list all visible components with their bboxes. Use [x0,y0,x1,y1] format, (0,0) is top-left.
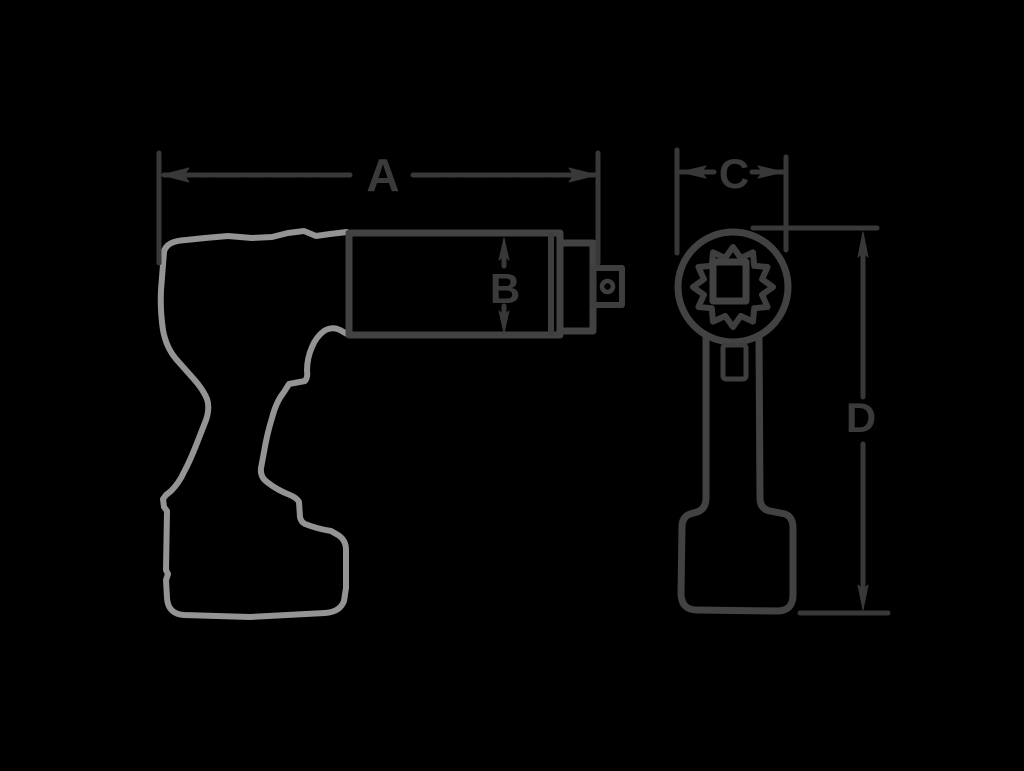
dim-b-arrow-down [498,310,510,334]
neck-battery-outline [677,332,797,615]
nose-cap [556,239,597,335]
head-circle [674,228,792,346]
dim-a-arrow-left [160,167,190,183]
square-drive-hole [709,258,750,305]
detent-ball [599,278,616,295]
dim-b-arrow-up [498,237,510,261]
dim-d-arrow-down [857,584,869,611]
hammer-case-barrel [345,229,564,339]
dim-c-arrow-left [679,165,707,179]
front-view [674,228,797,615]
dim-d-arrow-up [857,231,869,258]
dim-d-label: D [846,394,876,441]
dim-a-arrow-right [568,167,598,183]
dimension-d: D [750,225,891,616]
tool-body-outline [157,228,350,620]
dim-c-label: C [719,150,749,197]
dimension-c: C [674,147,789,256]
twelve-point-socket-profile [690,244,776,330]
dim-c-arrow-right [757,165,785,179]
dimension-a: A [156,149,601,266]
dimension-b: B [490,237,520,334]
square-drive-anvil [590,265,625,308]
hang-hole [720,342,749,382]
dim-a-label: A [366,149,399,201]
side-view [157,228,625,620]
